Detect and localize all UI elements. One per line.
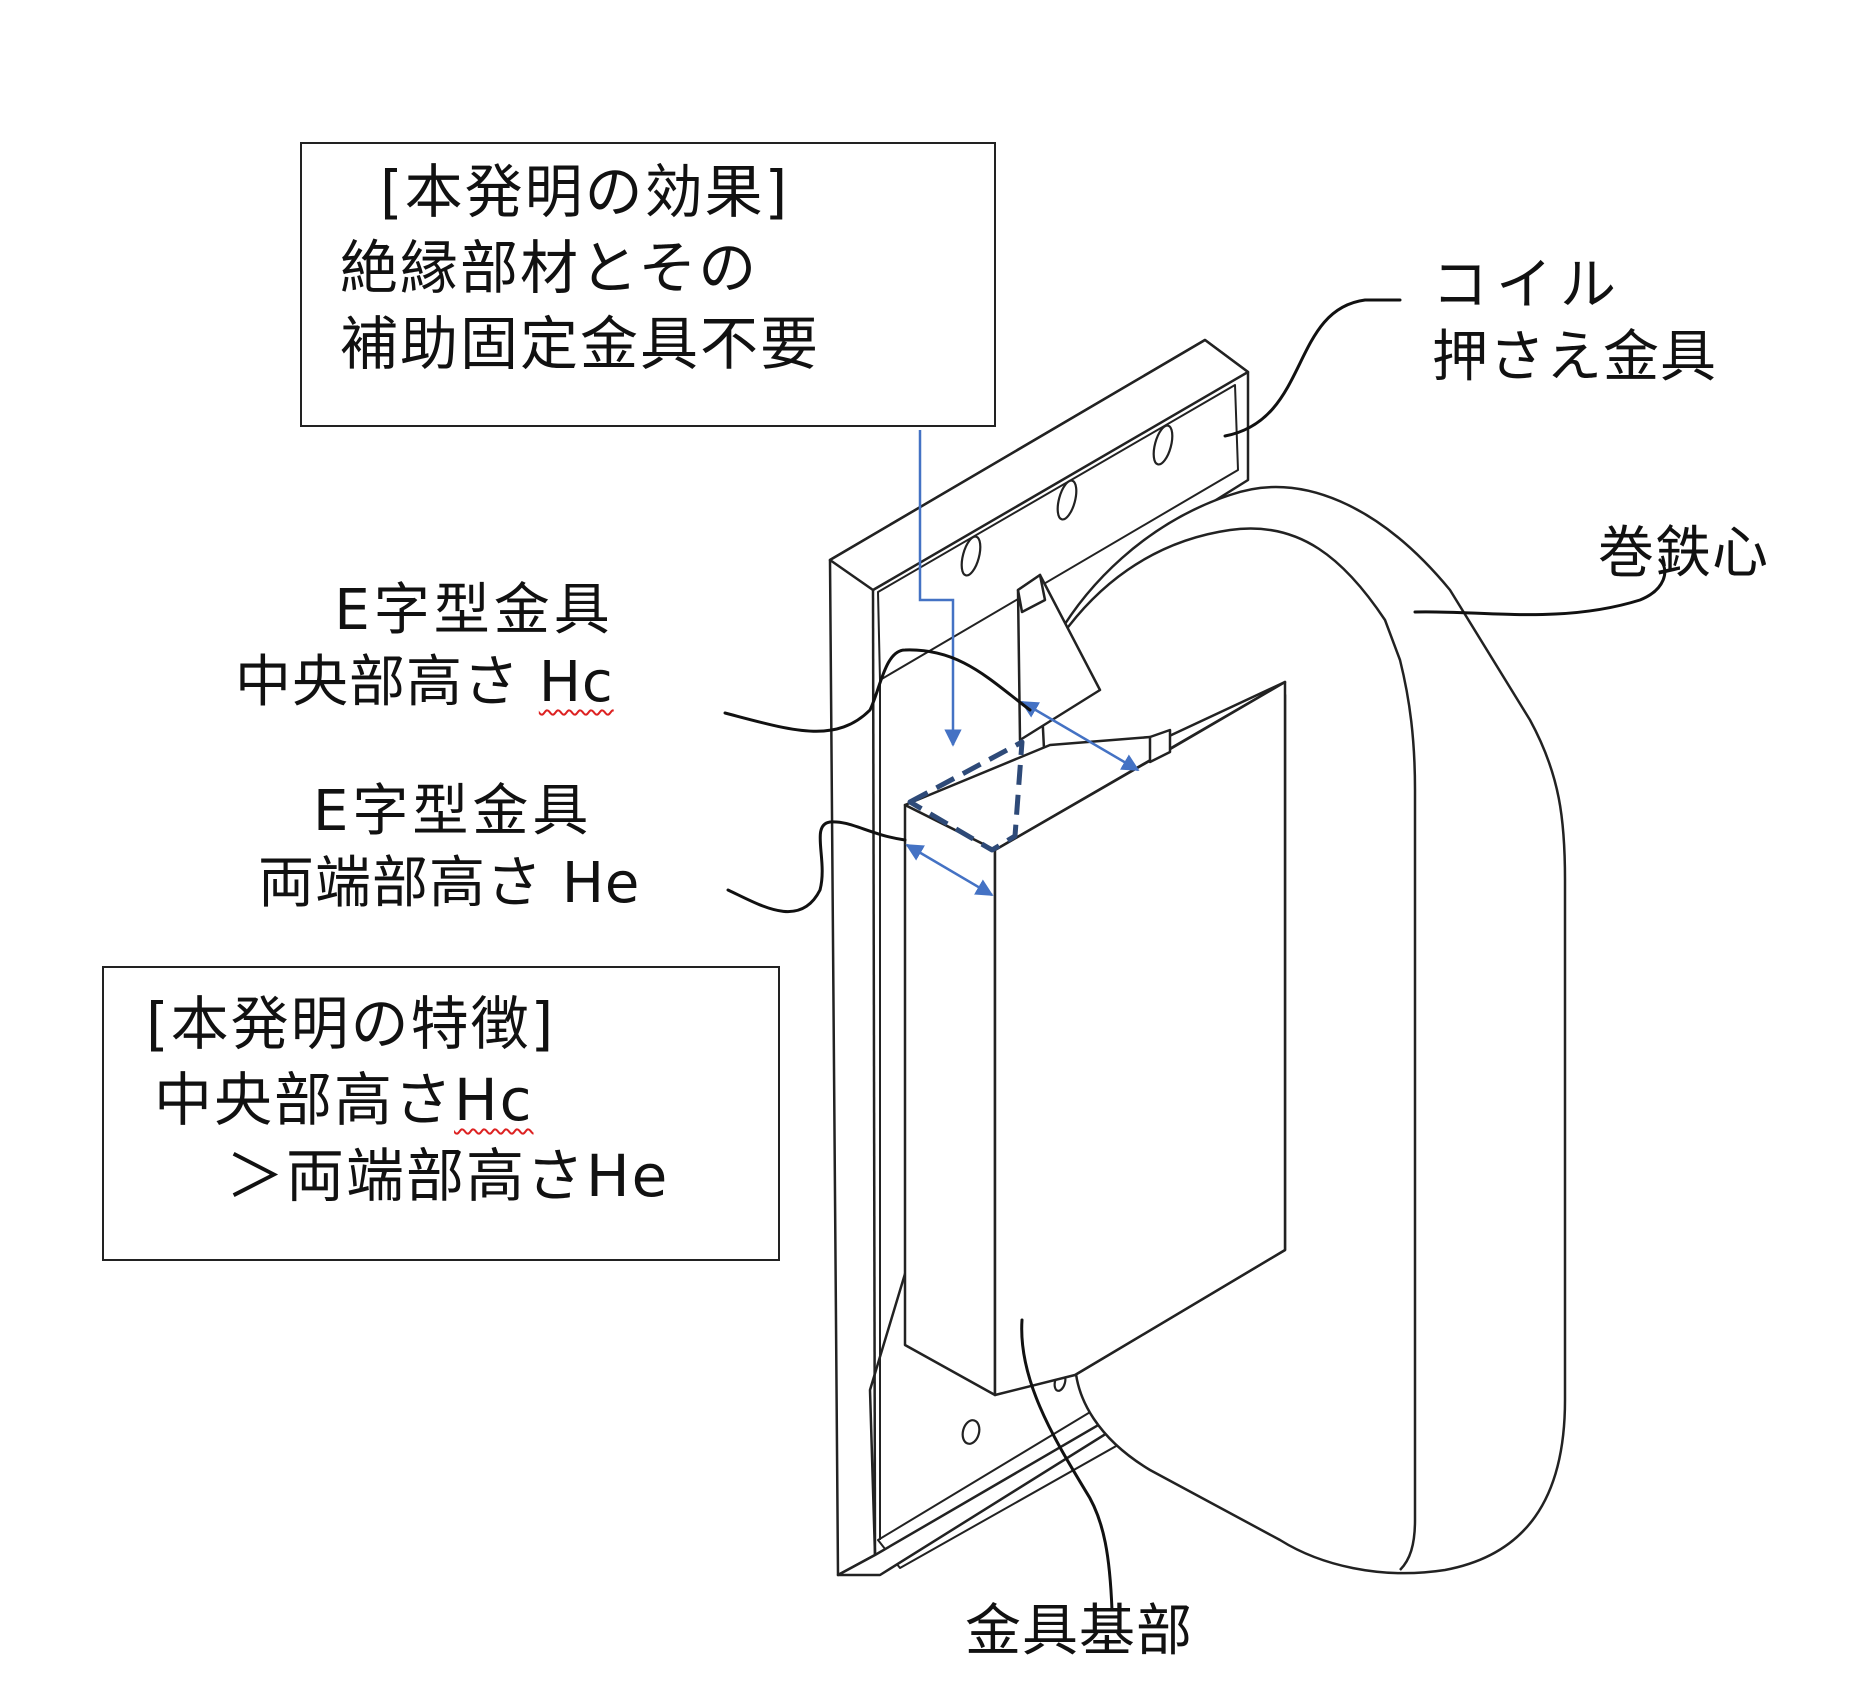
feature-line1-text: 中央部高さ: [154, 1066, 455, 1134]
feature-box-line2: ＞両端部高さHe: [226, 1142, 670, 1210]
label-coil-holder: コイル 押さえ金具: [1432, 250, 1717, 394]
label-e-center-title: E字型金具: [334, 578, 614, 643]
effect-box: [本発明の効果] 絶縁部材とその 補助固定金具不要: [300, 142, 996, 427]
effect-box-title: [本発明の効果]: [380, 158, 790, 226]
label-e-center-height: E字型金具 中央部高さ Hc: [235, 575, 614, 719]
label-wound-core: 巻鉄心: [1598, 521, 1769, 586]
feature-line1-symbol: Hc: [454, 1066, 534, 1134]
feature-box: [本発明の特徴] 中央部高さHc ＞両端部高さHe: [102, 966, 780, 1261]
label-coil-holder-line1: コイル: [1432, 253, 1624, 318]
label-e-end-symbol: He: [561, 851, 641, 916]
coil-holding-plate: [828, 338, 1250, 1577]
leader-lines: [723, 298, 1667, 1612]
dashed-center-triangle: [907, 739, 1025, 853]
effect-box-line1: 絶縁部材とその: [340, 234, 759, 302]
label-e-end-title: E字型金具: [313, 779, 593, 844]
label-e-end-height: E字型金具 両端部高さ He: [258, 776, 640, 920]
label-e-center-symbol: Hc: [538, 650, 614, 715]
feature-box-line1: 中央部高さHc: [146, 1062, 778, 1138]
label-e-center-body: 中央部高さ Hc: [235, 647, 614, 719]
label-e-end-body: 両端部高さ He: [258, 848, 640, 920]
feature-box-title: [本発明の特徴]: [146, 990, 556, 1058]
mounting-holes: [960, 424, 1174, 1445]
effect-box-line2: 補助固定金具不要: [340, 310, 821, 378]
dimension-arrows: [905, 430, 1140, 897]
label-coil-holder-line2: 押さえ金具: [1432, 325, 1717, 390]
label-fitting-base: 金具基部: [965, 1599, 1193, 1664]
label-e-center-text: 中央部高さ: [235, 650, 520, 715]
label-e-end-text: 両端部高さ: [258, 851, 543, 916]
